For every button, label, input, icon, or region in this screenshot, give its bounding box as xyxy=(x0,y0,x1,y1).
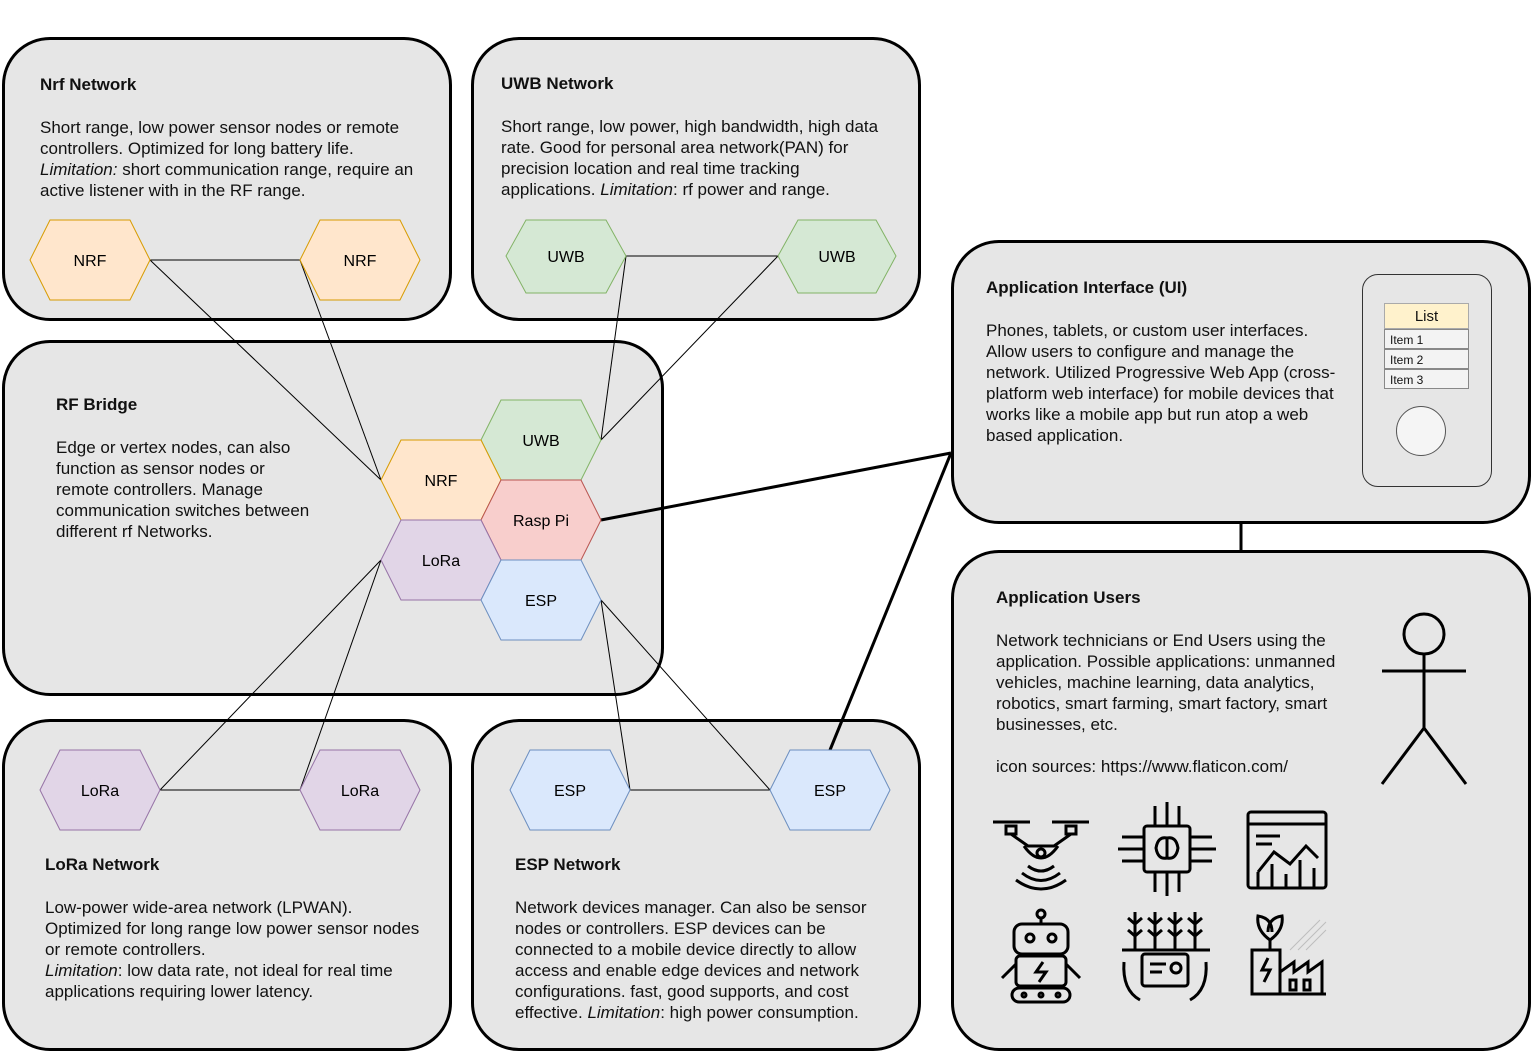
lora-node-label: LoRa xyxy=(422,553,460,570)
phone-list-item: Item 2 xyxy=(1384,349,1469,369)
nrf-network-title: Nrf Network xyxy=(40,75,137,94)
smart-farming-icon xyxy=(1122,912,1210,1002)
connection-lines xyxy=(149,255,1243,791)
app-users-panel xyxy=(951,550,1531,1051)
link-uwb-bridge-a xyxy=(600,255,627,441)
nrf-node-label: NRF xyxy=(344,253,377,270)
rf-bridge-description: Edge or vertex nodes, can also function … xyxy=(56,438,310,541)
robot-icon xyxy=(1000,908,1082,1004)
nrf-network-description: Short range, low power sensor nodes or r… xyxy=(40,118,414,200)
lora-node-right: LoRa xyxy=(299,749,421,831)
nrf-node-left: NRF xyxy=(29,219,151,301)
link-raspi-app-interface xyxy=(600,451,952,522)
uwb-node-right: UWB xyxy=(777,219,897,294)
link-uwb-bridge-b xyxy=(600,255,779,441)
uwb-node-label: UWB xyxy=(547,249,584,266)
link-esp-app-interface xyxy=(828,452,953,751)
smart-factory-icon xyxy=(1250,914,1327,996)
link-esp-bridge-b xyxy=(600,599,771,791)
uwb-node-label: UWB xyxy=(818,249,855,266)
nrf-node-right: NRF xyxy=(299,219,421,301)
nrf-node-label: NRF xyxy=(74,253,107,270)
phone-list-title: List xyxy=(1384,303,1469,329)
esp-network-title: ESP Network xyxy=(515,855,621,874)
link-lora-bridge-b xyxy=(299,559,382,791)
drone-icon xyxy=(993,820,1089,891)
link-nrf-bridge-a xyxy=(149,259,382,481)
uwb-network-title: UWB Network xyxy=(501,74,614,93)
user-stick-figure-icon xyxy=(1380,612,1468,785)
lora-network-description: Low-power wide-area network (LPWAN). Opt… xyxy=(45,898,420,1001)
phone-home-button xyxy=(1396,406,1446,456)
esp-node-right: ESP xyxy=(769,749,891,831)
lora-node-label: LoRa xyxy=(81,783,119,800)
app-users-description: Network technicians or End Users using t… xyxy=(996,631,1336,734)
nrf-node-label: NRF xyxy=(425,473,458,490)
app-users-title: Application Users xyxy=(996,588,1141,607)
lora-node-left: LoRa xyxy=(39,749,161,831)
app-interface-description: Phones, tablets, or custom user interfac… xyxy=(986,321,1336,445)
app-interface-title: Application Interface (UI) xyxy=(986,278,1188,297)
uwb-network-description: Short range, low power, high bandwidth, … xyxy=(501,117,879,199)
esp-network-description: Network devices manager. Can also be sen… xyxy=(515,898,867,1022)
link-lora-bridge-a xyxy=(159,559,382,791)
esp-node-label: ESP xyxy=(554,783,586,800)
link-nrf-bridge-b xyxy=(299,259,382,481)
link-esp-bridge-a xyxy=(600,599,631,791)
raspi-node-label: Rasp Pi xyxy=(513,513,569,530)
esp-node-label: ESP xyxy=(525,593,557,610)
analytics-dashboard-icon xyxy=(1246,810,1328,890)
bridge-lora-node: LoRa xyxy=(380,519,502,601)
phone-list-item: Item 3 xyxy=(1384,369,1469,389)
lora-network-title: LoRa Network xyxy=(45,855,160,874)
rf-bridge-title: RF Bridge xyxy=(56,395,138,414)
phone-list-item: Item 1 xyxy=(1384,329,1469,349)
esp-node-label: ESP xyxy=(814,783,846,800)
icon-sources-text: icon sources: https://www.flaticon.com/ xyxy=(996,757,1288,776)
bridge-esp-node: ESP xyxy=(480,559,602,641)
bridge-nrf-node: NRF xyxy=(380,439,502,521)
lora-node-label: LoRa xyxy=(341,783,379,800)
uwb-node-label: UWB xyxy=(522,433,559,450)
ai-chip-icon xyxy=(1118,802,1216,896)
uwb-node-left: UWB xyxy=(505,219,627,294)
esp-node-left: ESP xyxy=(509,749,631,831)
bridge-uwb-node: UWB xyxy=(480,399,602,481)
bridge-raspi-node: Rasp Pi xyxy=(480,479,602,561)
